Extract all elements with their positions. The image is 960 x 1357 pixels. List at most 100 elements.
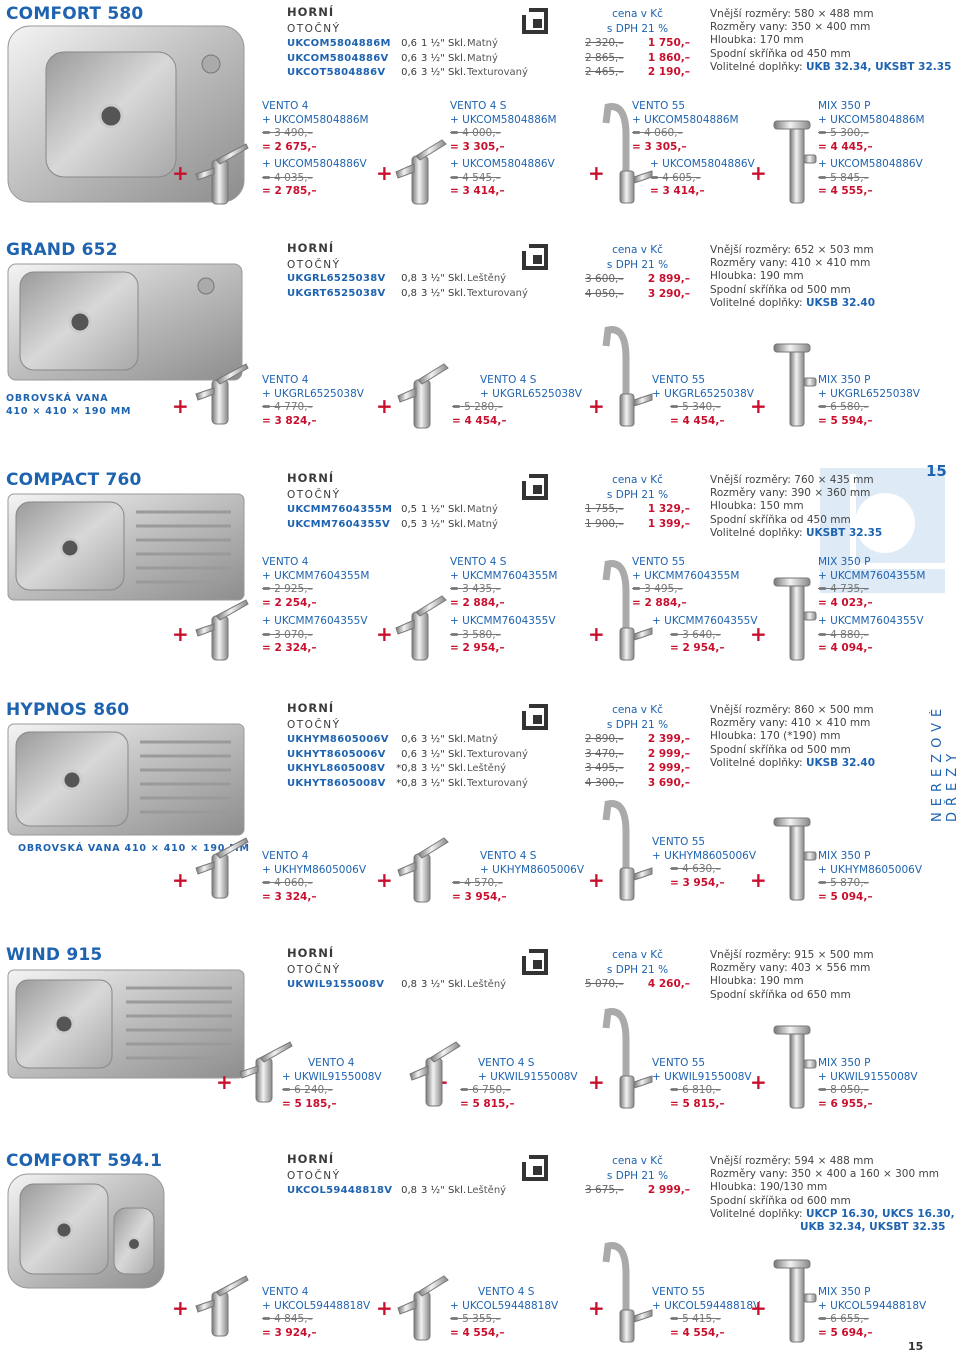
tap-name: MIX 350 P (818, 100, 871, 112)
sink-image (7, 723, 245, 836)
combo-old-price: = 4 570,– (452, 877, 503, 889)
finish: Leštěný (467, 273, 507, 284)
new-price: 1 329,– (647, 503, 690, 515)
combo-price: = 2 884,– (450, 596, 505, 609)
dim-bowl: Rozměry vany: 350 × 400 mm (710, 21, 871, 34)
mount-rotary: OTOČNÝ (287, 719, 341, 731)
plus-icon: + (172, 868, 189, 892)
mount-rotary: OTOČNÝ (287, 964, 341, 976)
valve-unit: Skl. (448, 518, 467, 530)
combo-old-price: = 5 300,– (818, 127, 869, 139)
variant-code: UKHYT8605006V (287, 748, 386, 760)
combo-old-price: = 5 355,– (450, 1313, 501, 1325)
combo-item: MIX 350 P+ UKCOM5804886M= 5 300,–= 4 445… (818, 100, 925, 154)
variant-code: UKCOM5804886V (287, 52, 389, 64)
price-row: 3 470,–2 999,– (585, 747, 690, 762)
combo-item: MIX 350 P+ UKCMM7604355M= 4 735,–= 4 023… (818, 556, 925, 610)
valve-size: 1 ½" (421, 38, 445, 49)
thickness: 0,8 (401, 287, 417, 299)
product-title: HYPNOS 860 (6, 700, 130, 720)
tap-vento4s-icon (397, 1275, 449, 1341)
dim-depth: Hloubka: 190/130 mm (710, 1181, 828, 1194)
options-value: UKSB 32.40 (805, 756, 876, 769)
combo-price: = 3 824,– (262, 414, 317, 427)
mount-top: HORNÍ (287, 471, 335, 485)
mount-rotary: OTOČNÝ (287, 489, 341, 501)
combo-price: = 2 785,– (262, 185, 317, 197)
price-header: cena v Kč (612, 474, 663, 486)
combo-code: + UKGRL6525038V (480, 387, 582, 400)
combo-price: = 5 185,– (282, 1097, 337, 1110)
combo-price: = 4 555,– (818, 185, 873, 197)
variant-code: UKCOT5804886V (287, 67, 386, 78)
valve-size: 3 ½" (421, 273, 445, 284)
combo-code: + UKCOL59448818V (818, 1299, 927, 1312)
valve-unit: Skl. (448, 979, 467, 990)
mount-type: HORNÍ OTOČNÝ (287, 700, 341, 734)
plus-icon: + (172, 622, 189, 646)
combo-code: + UKWIL9155008V (652, 1070, 752, 1083)
old-price: 1 755,– (585, 503, 624, 515)
valve-unit: Skl. (448, 504, 467, 515)
valve-size: 3 ½" (421, 979, 445, 990)
tap-name: MIX 350 P (818, 556, 871, 568)
price-header-vat: s DPH 21 % (606, 488, 669, 501)
old-price: 4 300,– (585, 776, 624, 789)
options-value: UKSBT 32.35 (805, 526, 883, 539)
thickness: 0,8 (401, 1185, 417, 1196)
old-price: 3 470,– (585, 747, 624, 760)
tap-name: VENTO 4 S (478, 1286, 535, 1298)
price-row: 2 320,–1 750,– (585, 36, 690, 51)
valve-size: 3 ½" (421, 763, 445, 774)
plus-icon: + (588, 868, 605, 892)
tap-vento4-icon (195, 143, 249, 205)
thickness: 0,6 (401, 748, 417, 760)
mount-type: HORNÍ OTOČNÝ (287, 945, 341, 979)
sink-image (7, 25, 245, 203)
combo-code: + UKCOM5804886M (450, 113, 557, 126)
valve-unit: Skl. (448, 734, 467, 745)
mount-top: HORNÍ (287, 946, 335, 960)
combo-code: + UKCMM7604355V (652, 615, 758, 627)
mount-icon (521, 948, 548, 975)
combo-item: VENTO 4 S+ UKWIL9155008V= 6 750,–= 5 815… (460, 1057, 578, 1111)
combo-price: = 2 954,– (670, 642, 725, 654)
dim-bowl: Rozměry vany: 403 × 556 mm (710, 962, 871, 975)
combo-old-price: = 4 000,– (450, 127, 501, 139)
combo-item: VENTO 55+ UKCOM5804886M= 4 060,–= 3 305,… (632, 100, 739, 154)
mount-icon (521, 7, 548, 34)
combo-item: MIX 350 P+ UKGRL6525038V= 6 580,–= 5 594… (818, 374, 920, 428)
tap-name: VENTO 4 (262, 100, 309, 112)
new-price: 1 399,– (647, 517, 690, 530)
dim-outer: Vnější rozměry: 652 × 503 mm (710, 244, 874, 256)
finish: Texturovaný (467, 748, 528, 760)
combo-old-price: = 8 050,– (818, 1084, 869, 1096)
price-block: cena v Kč s DPH 21 % 3 675,–2 999,– (585, 1154, 690, 1198)
tap-name: VENTO 55 (632, 556, 686, 568)
combo-code: + UKCOM5804886V (818, 158, 923, 170)
tap-vento4-icon (195, 837, 249, 899)
finish: Matný (467, 38, 498, 49)
dim-bowl: Rozměry vany: 390 × 360 mm (710, 487, 871, 500)
variant-code: UKGRT6525038V (287, 287, 386, 299)
product-title: WIND 915 (6, 945, 103, 965)
valve-size: 3 ½" (421, 67, 445, 78)
valve: 3 ½" Skl. (417, 287, 467, 302)
plus-icon: + (376, 394, 393, 418)
dim-outer: Vnější rozměry: 915 × 500 mm (710, 949, 874, 961)
options-value: UKB 32.34, UKSBT 32.35 (805, 60, 952, 73)
plus-icon: + (216, 1070, 233, 1094)
combo-price: = 3 324,– (262, 890, 317, 903)
tap-vento4-icon (195, 363, 249, 425)
mount-icon (521, 473, 548, 500)
valve: 3 ½" Skl. (417, 272, 467, 287)
tap-vento55-icon (602, 1242, 653, 1343)
combo-code: + UKCOM5804886M (818, 113, 925, 126)
options-label: Volitelné doplňky: (710, 526, 803, 539)
price-row: 2 465,–2 190,– (585, 65, 690, 80)
combo-old-price: = 4 605,– (650, 171, 701, 184)
